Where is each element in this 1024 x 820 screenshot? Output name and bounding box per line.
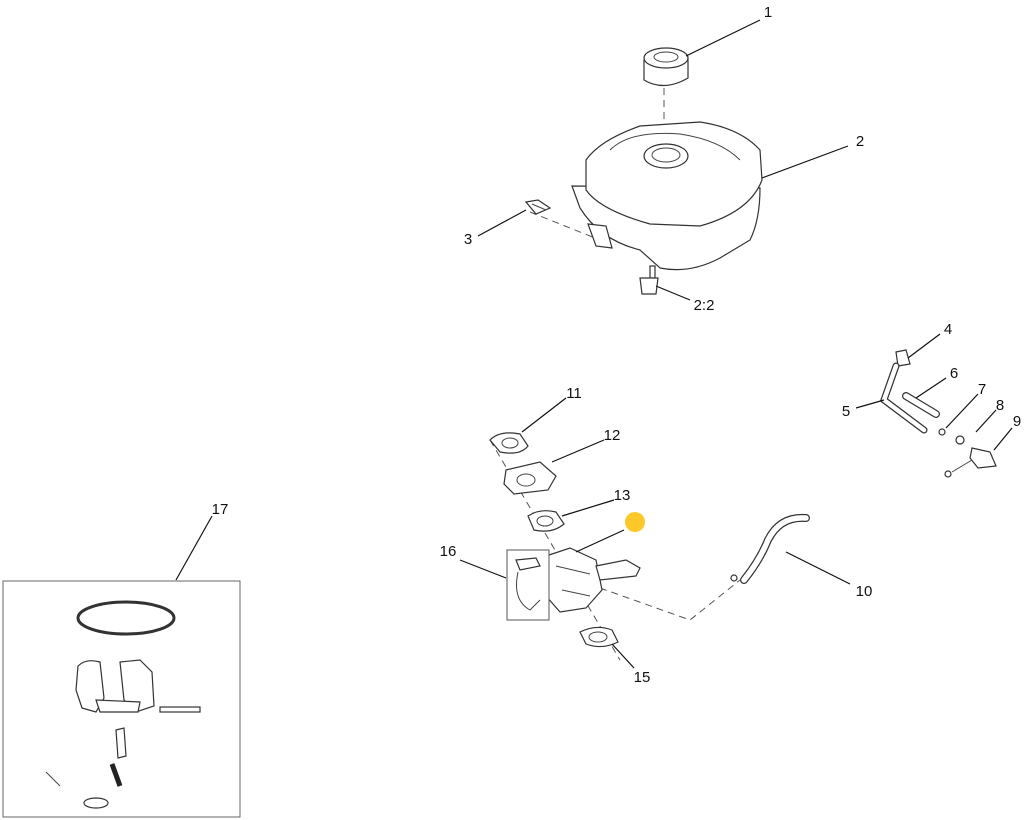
fuel-hose[interactable] — [730, 513, 810, 584]
leader-lines — [175, 19, 1013, 669]
gasket-middle[interactable] — [527, 510, 565, 532]
callout-6[interactable]: 6 — [950, 365, 958, 382]
carburetor[interactable] — [545, 547, 641, 613]
callout-5[interactable]: 5 — [842, 403, 850, 420]
callout-11[interactable]: 11 — [566, 385, 582, 402]
callout-16[interactable]: 16 — [440, 543, 457, 560]
solenoid-kit-box[interactable] — [506, 549, 550, 621]
callout-2[interactable]: 2 — [856, 133, 864, 150]
axis-bolt — [529, 211, 601, 241]
callout-12[interactable]: 12 — [604, 427, 621, 444]
axis-line — [599, 579, 741, 621]
fuel-cap[interactable] — [643, 47, 689, 87]
gasket-upper[interactable] — [489, 432, 529, 454]
callout-17[interactable]: 17 — [212, 501, 229, 518]
callout-7[interactable]: 7 — [978, 381, 986, 398]
fuel-tank[interactable] — [571, 121, 763, 271]
fuel-line-assembly[interactable] — [879, 349, 997, 478]
gasket-lower[interactable] — [579, 626, 619, 648]
float-kit-box[interactable] — [2, 580, 241, 818]
callout-3[interactable]: 3 — [464, 231, 472, 248]
tank-valve[interactable] — [639, 265, 659, 295]
insulator-spacer[interactable] — [503, 461, 557, 495]
callout-13[interactable]: 13 — [614, 487, 631, 504]
callout-1[interactable]: 1 — [764, 4, 772, 21]
callout-8[interactable]: 8 — [996, 397, 1004, 414]
callout-9[interactable]: 9 — [1013, 413, 1021, 430]
bolt[interactable] — [524, 199, 552, 215]
callout-15[interactable]: 15 — [634, 669, 651, 686]
callout-4[interactable]: 4 — [944, 321, 952, 338]
hotspot-marker[interactable] — [625, 512, 645, 532]
callout-10[interactable]: 10 — [856, 583, 873, 600]
callout-2-2[interactable]: 2:2 — [694, 297, 715, 314]
